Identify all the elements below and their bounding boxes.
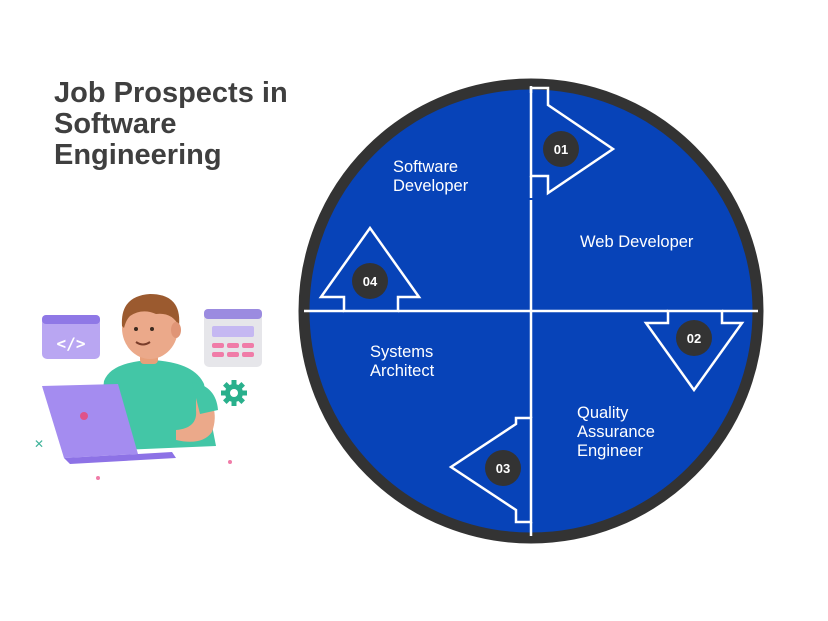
gear-icon (221, 380, 247, 406)
arrow-02-outline (643, 309, 745, 393)
page-title: Job Prospects in Software Engineering (54, 78, 288, 171)
badge-number: 04 (363, 274, 378, 289)
dot-icon (228, 460, 232, 464)
title-line: Software (54, 108, 177, 140)
sparkle-icon: ✕ (34, 437, 44, 451)
badge-02: 02 (676, 320, 712, 356)
label-systems-architect: Systems Architect (370, 343, 438, 380)
label-software-developer: Software Developer (393, 158, 469, 195)
label-web-developer: Web Developer (580, 233, 694, 251)
laptop-icon (42, 384, 176, 464)
svg-text:</>: </> (57, 334, 86, 353)
badge-number: 02 (687, 331, 701, 346)
form-window-icon (204, 309, 262, 367)
developer-illustration: </> (34, 294, 262, 480)
title-line: Engineering (54, 139, 222, 171)
label-quality-assurance-engineer: Quality Assurance Engineer (577, 404, 660, 460)
title-line: Job Prospects in (54, 77, 288, 109)
badge-03: 03 (485, 450, 521, 486)
badge-01: 01 (543, 131, 579, 167)
arrow-04-outline (318, 225, 422, 313)
dot-icon (96, 476, 100, 480)
code-window-icon: </> (42, 315, 100, 359)
badge-number: 03 (496, 461, 510, 476)
arrow-03-outline (448, 416, 533, 524)
arrow-01-outline (529, 86, 616, 196)
arrows (318, 86, 745, 524)
badge-04: 04 (352, 263, 388, 299)
badge-number: 01 (554, 142, 568, 157)
